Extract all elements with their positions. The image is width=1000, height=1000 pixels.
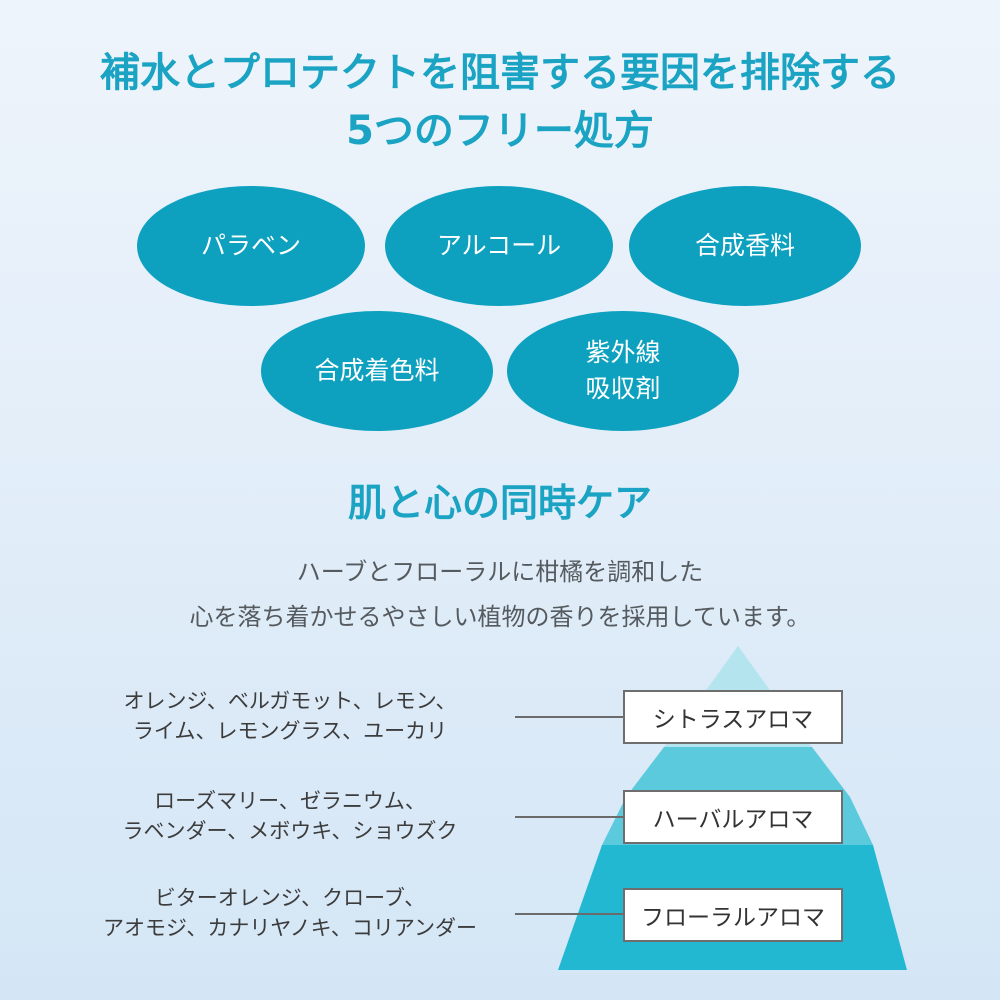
ingredient-line: アオモジ、カナリヤノキ、コリアンダー — [102, 916, 477, 940]
pyramid-middle-tier — [626, 747, 850, 797]
citrus-aroma-label: シトラスアロマ — [623, 690, 843, 744]
citrus-connector-line — [515, 716, 625, 718]
main-title-line-1: 補水とプロテクトを阻害する要因を排除する — [100, 50, 900, 96]
floral-aroma-label: フローラルアロマ — [623, 888, 843, 942]
free-item-uv-absorber: 紫外線 吸収剤 — [507, 311, 739, 431]
ingredient-line: ビターオレンジ、クローブ、 — [154, 886, 426, 910]
care-description-line-2: 心を落ち着かせるやさしい植物の香りを採用しています。 — [189, 603, 811, 631]
herbal-aroma-label: ハーバルアロマ — [623, 790, 843, 844]
free-item-label: 合成香料 — [694, 231, 795, 260]
pyramid-top-tier — [704, 646, 772, 693]
free-item-synthetic-fragrance: 合成香料 — [629, 186, 861, 306]
ingredient-line: ラベンダー、メボウキ、ショウズク — [122, 819, 458, 843]
citrus-ingredients: オレンジ、ベルガモット、レモン、 ライム、レモングラス、ユーカリ — [60, 686, 520, 746]
free-item-synthetic-colorant: 合成着色料 — [261, 311, 493, 431]
care-title: 肌と心の同時ケア — [347, 481, 652, 525]
free-item-label: 吸収剤 — [585, 374, 661, 403]
free-item-alcohol: アルコール — [385, 186, 613, 306]
care-description-line-1: ハーブとフローラルに柑橘を調和した — [296, 558, 704, 586]
main-title-line-2: 5つのフリー処方 — [346, 108, 654, 154]
ingredient-line: ライム、レモングラス、ユーカリ — [132, 719, 448, 743]
ingredient-line: オレンジ、ベルガモット、レモン、 — [123, 689, 457, 713]
free-item-label: パラベン — [200, 231, 301, 260]
ingredient-line: ローズマリー、ゼラニウム、 — [154, 789, 426, 813]
floral-ingredients: ビターオレンジ、クローブ、 アオモジ、カナリヤノキ、コリアンダー — [60, 883, 520, 943]
herbal-connector-line — [515, 816, 625, 818]
free-item-paraben: パラベン — [137, 186, 365, 306]
free-item-label: 紫外線 — [585, 338, 661, 367]
free-item-label: 合成着色料 — [314, 356, 440, 385]
free-item-label: アルコール — [436, 231, 562, 260]
floral-connector-line — [515, 913, 625, 915]
herbal-ingredients: ローズマリー、ゼラニウム、 ラベンダー、メボウキ、ショウズク — [60, 786, 520, 846]
